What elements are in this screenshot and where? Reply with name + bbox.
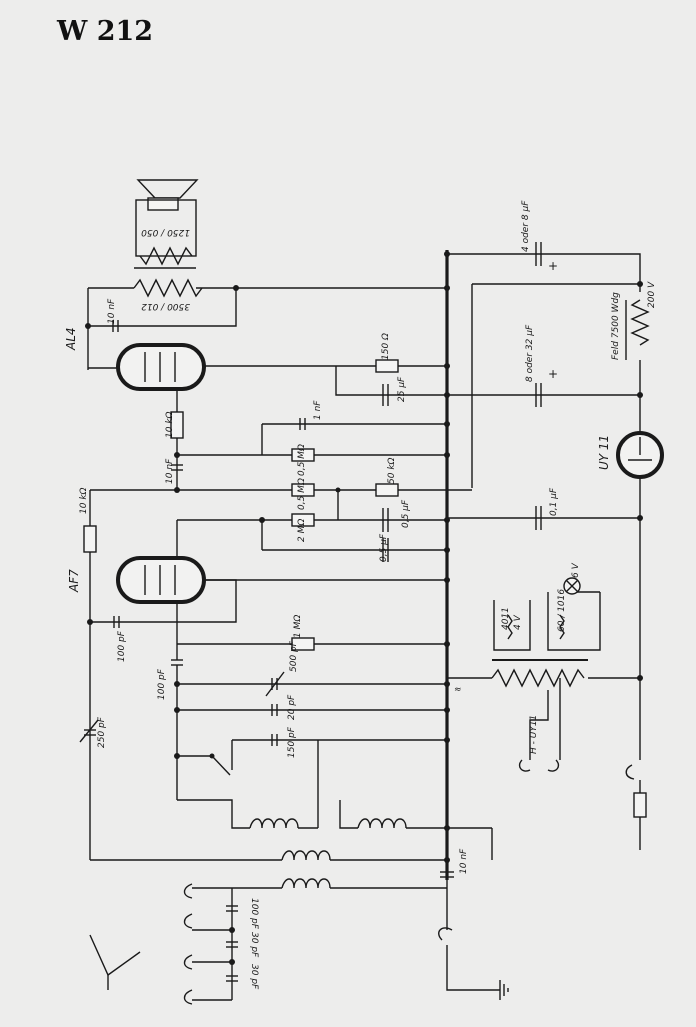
ground-symbol [499,980,509,1000]
label-c-4-8uF: 4 oder 8 µF [521,200,531,252]
capacitor-10nF-ground [440,871,454,878]
socket-2 [183,913,193,929]
label-r-10k-b: 10 kΩ [79,487,89,514]
label-c-250pF: 250 pF [97,716,107,748]
antenna-icon [89,934,141,990]
capacitor-01uF [535,506,542,530]
label-c-100pF-a: 100 pF [117,630,127,662]
capacitor-30pF-a [226,941,238,948]
coil-3 [281,850,331,861]
mains-transformer [491,668,585,688]
socket-4 [183,989,193,1005]
svg-text:+: + [548,367,558,381]
label-c-150pF: 150 pF [287,726,297,758]
capacitor-30pF-b [226,975,238,982]
label-r-2M: 2 MΩ [297,519,307,542]
coil-antenna [281,878,331,889]
resistor-10k-af7 [83,525,97,553]
capacitor-500pF [265,671,285,697]
loudspeaker [135,179,199,257]
coil-1 [249,818,299,829]
lamp-icon [563,577,581,595]
capacitor-05uF-b [382,538,389,562]
field-coil [630,299,650,346]
label-trafo-60: 60 / 1016 [557,589,567,632]
tube-af7 [116,556,206,604]
capacitor-20pF [271,704,278,716]
wave-switch [211,755,231,776]
capacitor-10nF-anode [112,320,119,332]
capacitor-150pF [271,734,278,746]
coil-2 [357,818,407,829]
output-transformer [133,278,203,298]
label-r-05M-a: 0,5 MΩ [297,444,307,476]
label-c-100pF-c: 100 pF [249,898,259,930]
earth-socket [438,927,453,941]
capacitor-4-8uF [535,242,542,266]
socket-1 [183,883,193,899]
resistor-1M [291,637,315,651]
label-r-10k-a: 10 kΩ [165,411,175,438]
capacitor-10nF-coupling [171,464,183,471]
capacitor-100pF-c [226,905,238,912]
capacitor-8-32uF [535,383,542,407]
label-speaker-trafo: 1250 / 050 [141,227,190,237]
label-r-50k: 50 kΩ [387,457,397,484]
label-trafo-4v: 4 V [513,614,523,630]
label-c-20pF: 20 pF [287,694,297,720]
label-c-01uF: 0,1 µF [549,487,559,516]
resistor-2M [291,513,315,527]
label-r-1M: 1 MΩ [293,615,303,638]
capacitor-250pF [79,719,99,743]
label-c-1nF: 1 nF [313,400,323,420]
resistor-150-ohm [375,359,399,373]
label-lamp: 6 V [571,562,581,578]
capacitor-05uF-a [382,508,389,532]
capacitor-100pF-grid [113,616,120,628]
label-output-trafo: 3500 / 012 [141,301,190,311]
capacitor-25uF [382,384,389,406]
resistor-05M-b [291,483,315,497]
label-uy11: UY 11 [597,435,611,470]
label-cap-10nF-c: 10 nF [459,848,469,874]
label-c-30pF-b: 30 pF [249,964,259,990]
label-c-30pF-a: 30 pF [249,932,259,958]
label-c-8-32uF: 8 oder 32 µF [525,324,535,382]
label-c-500pF: 500 pF [289,640,299,672]
ht-line-top [447,253,641,292]
label-mark: ≈ [454,685,462,695]
tube-al4 [116,343,206,391]
label-r-150: 150 Ω [381,333,391,360]
svg-text:+: + [548,259,558,273]
label-c-100pF-b: 100 pF [157,668,167,700]
speaker-winding [139,246,193,266]
capacitor-1nF [299,418,306,430]
capacitor-100pF-b [171,659,183,666]
label-cap-10nF-b: 10 nF [165,458,175,484]
label-200v: 200 V [647,281,657,308]
label-trafo-4011: 4011 [501,607,511,630]
label-c-05uF-b: 0,5 µF [379,533,389,562]
label-field: Feld 7500 Wdg [611,292,621,360]
label-cap-10nF-a: 10 nF [107,298,117,324]
page-title: W 212 [57,16,154,47]
label-c-05uF-a: 0,5 µF [401,499,411,528]
label-c-25uF: 25 µF [397,376,407,402]
label-heater: H - UY11 [529,715,539,754]
mains-socket [625,764,635,780]
fuse [633,792,647,818]
label-al4: AL4 [64,327,78,351]
socket-3 [183,954,193,970]
label-r-05M-b: 0,5 MΩ [297,478,307,510]
resistor-05M-a [291,448,315,462]
label-af7: AF7 [67,569,81,593]
resistor-50k [375,483,399,497]
